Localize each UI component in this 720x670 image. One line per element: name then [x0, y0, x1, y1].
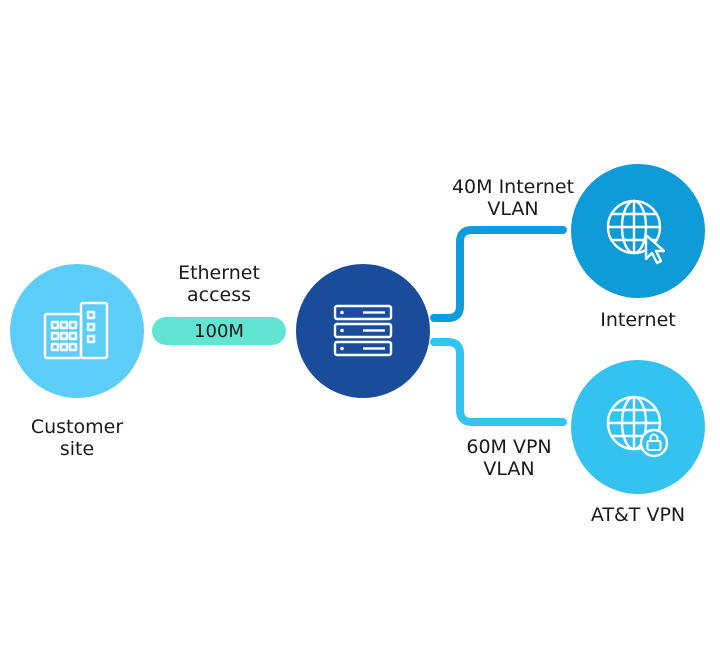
- internet-vlan-line: [430, 226, 567, 322]
- internet-vlan-label: 40M Internet VLAN: [451, 176, 575, 220]
- building-icon: [43, 301, 109, 360]
- bandwidth-value: 100M: [194, 320, 244, 342]
- bandwidth-badge: 100M: [152, 317, 286, 345]
- customer-site-label: Customer site: [30, 416, 124, 460]
- vpn-vlan-label: 60M VPN VLAN: [466, 436, 552, 480]
- vpn-node: [571, 360, 705, 494]
- router-node: [296, 264, 430, 398]
- server-icon: [333, 304, 393, 357]
- globe-lock-icon: [606, 395, 669, 458]
- internet-node: [571, 164, 705, 298]
- vpn-vlan-line: [430, 338, 567, 426]
- vpn-label: AT&T VPN: [590, 504, 686, 526]
- internet-label: Internet: [600, 309, 676, 331]
- ethernet-access-label: Ethernet access: [178, 262, 260, 306]
- globe-cursor-icon: [606, 199, 666, 265]
- customer-site-node: [10, 264, 144, 398]
